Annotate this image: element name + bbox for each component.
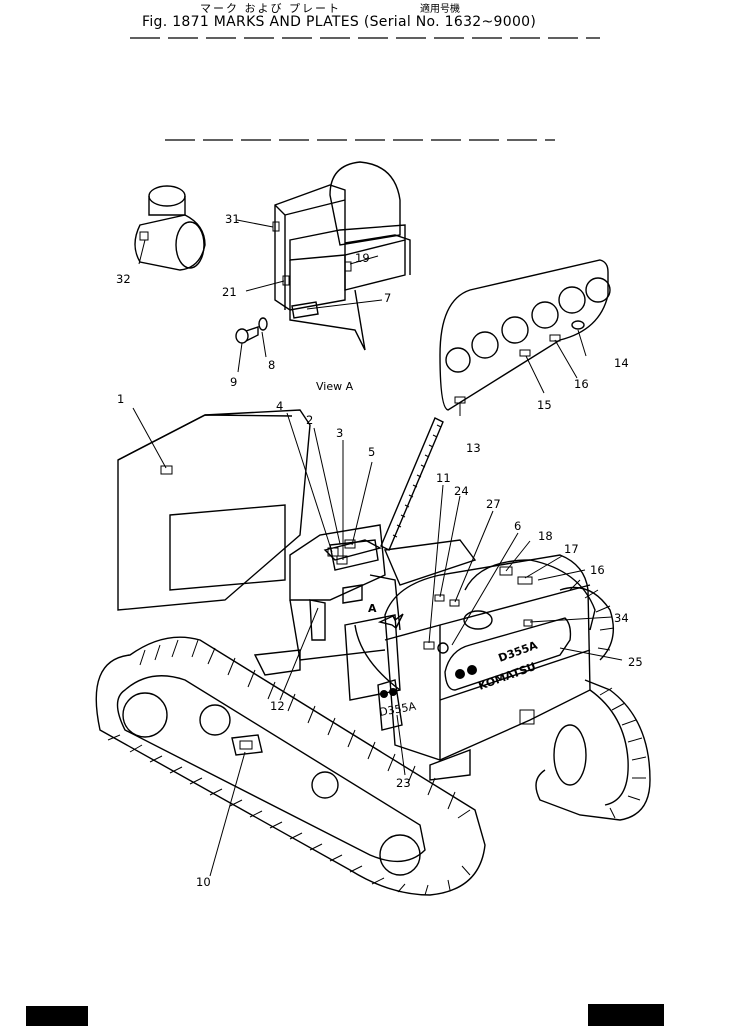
callout-8: 8 [268,358,275,372]
figure-title: Fig. 1871 MARKS AND PLATES (Serial No. 1… [142,14,537,30]
callout-11: 11 [436,471,451,485]
view-band [380,417,444,551]
callout-5: 5 [368,445,375,459]
cylinder-component [134,185,206,271]
screw-9 [235,326,259,344]
leader-lines [132,219,623,877]
callout-24: 25 [628,655,643,669]
callout-numbers: 31 32 19 21 7 8 9 14 16 15 13 1 4 2 3 5 … [116,212,643,889]
view-arrow [377,613,404,630]
callout-9: 9 [230,375,237,389]
view-a-label: View A [316,380,354,393]
callout-21: 19 [355,251,370,265]
callout-2: 2 [306,413,313,427]
view-arrow-label: A [368,602,377,615]
left-track [95,636,486,896]
callout-25: 24 [454,484,469,498]
callout-18: 17 [564,542,579,556]
callout-27: 27 [486,497,501,511]
callout-34: 34 [614,611,629,625]
callout-13: 13 [466,441,481,455]
callout-15: 15 [537,398,552,412]
callout-14: 14 [614,356,629,370]
callout-32: 32 [116,272,131,286]
callout-19: 18 [538,529,553,543]
decal-brand-text: KOMATSU [477,660,538,693]
callout-17: 16 [590,563,605,577]
callout-10: 10 [196,875,211,889]
callout-31: 31 [225,212,240,226]
callout-23: 23 [396,776,411,790]
bulldozer-body [117,409,596,761]
side-decal-text: D355A [378,700,417,719]
instrument-panel [439,259,611,411]
callout-16: 16 [574,377,589,391]
callout-6: 6 [514,519,521,533]
scan-mark-left [26,1006,88,1026]
right-track [429,579,651,821]
plate-7 [291,301,319,319]
left-track-grousers [107,639,471,896]
scan-mark-right [588,1004,664,1026]
japanese-title: マーク および プレート [200,2,341,15]
callout-22: 21 [222,285,237,299]
hood-decal: D355A KOMATSU [444,617,572,693]
callout-7: 7 [384,291,391,305]
operator-seat [272,161,411,351]
callout-12: 12 [270,699,285,713]
callout-3: 3 [336,426,343,440]
callout-1: 1 [117,392,124,406]
washer-8 [258,317,268,331]
callout-4: 4 [276,399,283,413]
japanese-applies-label: 適用号機 [420,4,460,15]
side-decal: D355A [377,679,417,731]
